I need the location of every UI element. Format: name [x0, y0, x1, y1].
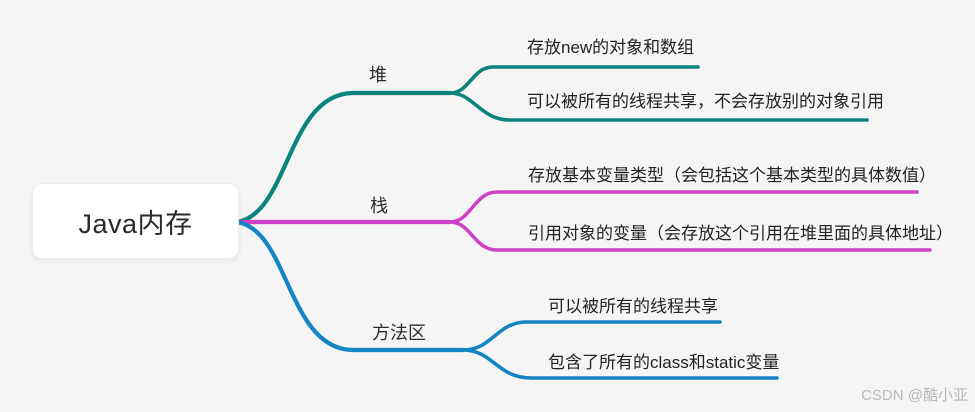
heap-branch-line — [234, 90, 453, 225]
branch-node-stack[interactable]: 栈 — [370, 196, 388, 216]
branch-node-method-area[interactable]: 方法区 — [372, 323, 426, 343]
leaf-node-method-area-2[interactable]: 包含了所有的class和static变量 — [548, 353, 780, 372]
root-node[interactable]: Java内存 — [32, 183, 239, 259]
method-area-child1-line — [461, 320, 722, 352]
leaf-node-stack-2[interactable]: 引用对象的变量（会存放这个引用在堆里面的具体地址） — [528, 224, 953, 243]
leaf-node-heap-1[interactable]: 存放new的对象和数组 — [527, 38, 695, 57]
stack-child2-line — [448, 220, 932, 252]
leaf-node-stack-1[interactable]: 存放基本变量类型（会包括这个基本类型的具体数值） — [528, 166, 936, 185]
csdn-watermark: CSDN @酷小亚 — [861, 387, 968, 404]
method-area-branch-line — [234, 219, 466, 353]
stack-child1-line — [448, 190, 919, 224]
heap-child2-line — [448, 91, 869, 122]
branch-node-heap[interactable]: 堆 — [369, 65, 387, 85]
root-node-label: Java内存 — [78, 208, 193, 239]
heap-child1-line — [448, 65, 700, 95]
method-area-child2-line — [461, 348, 779, 380]
leaf-node-method-area-1[interactable]: 可以被所有的线程共享 — [548, 297, 718, 316]
leaf-node-heap-2[interactable]: 可以被所有的线程共享，不会存放别的对象引用 — [527, 92, 884, 111]
